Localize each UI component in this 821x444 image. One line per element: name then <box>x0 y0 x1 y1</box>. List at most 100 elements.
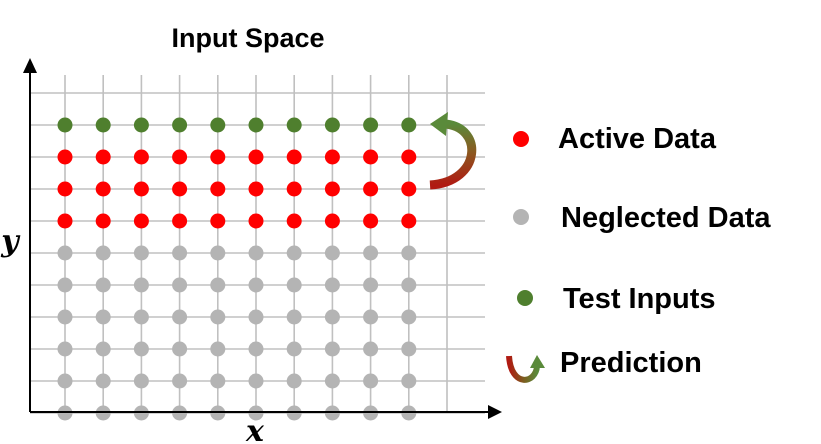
curved-arrow-icon <box>506 355 545 383</box>
active-data-point <box>95 149 111 165</box>
neglected-data-point <box>286 309 302 325</box>
test-data-point <box>133 117 149 133</box>
active-data-point <box>324 213 340 229</box>
neglected-data-point <box>95 341 111 357</box>
neglected-data-point <box>133 309 149 325</box>
neglected-data-point <box>248 309 264 325</box>
active-data-point <box>324 149 340 165</box>
legend-item-prediction: Prediction <box>506 347 702 383</box>
legend-item-neglected-data: Neglected Data <box>513 202 771 234</box>
neglected-data-point <box>95 373 111 389</box>
neglected-data-point <box>324 373 340 389</box>
neglected-data-point <box>286 277 302 293</box>
active-data-point <box>363 181 379 197</box>
test-data-point <box>248 117 264 133</box>
test-data-point <box>57 117 73 133</box>
neglected-data-point <box>248 373 264 389</box>
neglected-data-point <box>286 245 302 261</box>
active-data-point <box>286 213 302 229</box>
neglected-data-point <box>324 341 340 357</box>
neglected-data-point <box>57 341 73 357</box>
neglected-data-point <box>210 341 226 357</box>
neglected-data-point <box>172 341 188 357</box>
active-data-point <box>133 213 149 229</box>
active-data-point <box>248 181 264 197</box>
active-data-point <box>401 213 417 229</box>
active-data-point <box>95 213 111 229</box>
active-data-point <box>172 149 188 165</box>
test-data-point <box>401 117 417 133</box>
active-data-point <box>133 181 149 197</box>
neglected-data-point <box>133 373 149 389</box>
neglected-data-point <box>363 373 379 389</box>
diagram-title: Input Space <box>171 23 324 53</box>
active-data-point <box>401 149 417 165</box>
legend-item-active-data: Active Data <box>513 123 717 155</box>
x-axis <box>30 405 502 419</box>
test-data-point <box>172 117 188 133</box>
neglected-data-point <box>210 309 226 325</box>
neglected-data-point <box>363 309 379 325</box>
active-data-point <box>57 213 73 229</box>
neglected-data-point <box>363 245 379 261</box>
neglected-data-point <box>401 277 417 293</box>
neglected-data-point <box>95 309 111 325</box>
neglected-data-point <box>324 309 340 325</box>
y-axis-label: y <box>0 224 21 259</box>
legend-label-active-data: Active Data <box>558 123 717 155</box>
legend-label-test-inputs: Test Inputs <box>563 283 716 315</box>
neglected-data-point <box>57 373 73 389</box>
y-axis <box>23 58 37 412</box>
active-data-point <box>172 181 188 197</box>
neglected-data-point <box>248 277 264 293</box>
neglected-data-point <box>95 245 111 261</box>
active-data-point <box>286 181 302 197</box>
neglected-data-point <box>401 309 417 325</box>
active-data-point <box>363 213 379 229</box>
neglected-data-point <box>133 341 149 357</box>
active-data-point <box>248 149 264 165</box>
active-data-point <box>57 149 73 165</box>
active-data-point <box>324 181 340 197</box>
neglected-data-point <box>172 245 188 261</box>
active-data-point <box>210 213 226 229</box>
neglected-data-point <box>172 373 188 389</box>
neglected-data-point <box>172 309 188 325</box>
neglected-data-point <box>210 277 226 293</box>
active-data-marker <box>513 131 529 147</box>
active-data-point <box>133 149 149 165</box>
neglected-data-point <box>324 277 340 293</box>
neglected-data-point <box>95 277 111 293</box>
test-data-point <box>210 117 226 133</box>
neglected-data-point <box>363 341 379 357</box>
neglected-data-point <box>210 373 226 389</box>
neglected-data-point <box>324 245 340 261</box>
neglected-data-point <box>401 341 417 357</box>
neglected-data-point <box>172 277 188 293</box>
neglected-data-point <box>57 245 73 261</box>
neglected-data-point <box>286 373 302 389</box>
test-inputs-marker <box>517 290 533 306</box>
neglected-data-point <box>248 341 264 357</box>
data-points <box>57 117 417 421</box>
neglected-data-marker <box>513 209 529 225</box>
legend-item-test-inputs: Test Inputs <box>517 283 716 315</box>
active-data-point <box>57 181 73 197</box>
active-data-point <box>363 149 379 165</box>
active-data-point <box>210 181 226 197</box>
neglected-data-point <box>133 245 149 261</box>
x-axis-label: x <box>245 414 265 444</box>
neglected-data-point <box>248 245 264 261</box>
active-data-point <box>401 181 417 197</box>
test-data-point <box>363 117 379 133</box>
active-data-point <box>286 149 302 165</box>
neglected-data-point <box>57 277 73 293</box>
active-data-point <box>248 213 264 229</box>
active-data-point <box>210 149 226 165</box>
legend-label-prediction: Prediction <box>560 347 702 379</box>
active-data-point <box>172 213 188 229</box>
neglected-data-point <box>133 277 149 293</box>
neglected-data-point <box>401 373 417 389</box>
test-data-point <box>286 117 302 133</box>
